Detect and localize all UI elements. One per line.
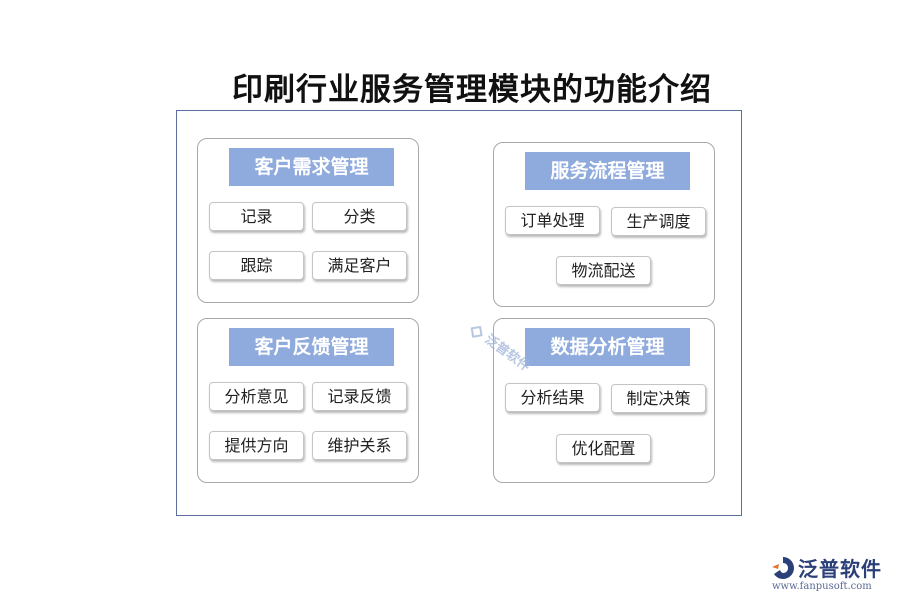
fanpu-logo-icon — [470, 325, 483, 338]
panel-customer-feedback: 客户反馈管理 分析意见 记录反馈 提供方向 维护关系 — [197, 318, 419, 483]
panel-customer-demand: 客户需求管理 记录 分类 跟踪 满足客户 — [197, 138, 419, 303]
diagram-title: 印刷行业服务管理模块的功能介绍 — [232, 72, 712, 108]
item-make-decisions: 制定决策 — [611, 384, 706, 413]
item-track: 跟踪 — [209, 251, 304, 280]
item-provide-direction: 提供方向 — [209, 431, 304, 460]
item-analysis-results: 分析结果 — [505, 383, 600, 412]
item-classify: 分类 — [312, 202, 407, 231]
item-analyze-opinions: 分析意见 — [209, 382, 304, 411]
brand-logo: 泛普软件 www.fanpusoft.com — [770, 553, 894, 597]
panel-service-process: 服务流程管理 订单处理 生产调度 物流配送 — [493, 142, 715, 307]
watermark-logo: 泛普软件 — [467, 318, 535, 375]
item-logistics: 物流配送 — [556, 256, 651, 285]
item-optimize-allocation: 优化配置 — [556, 434, 651, 463]
brand-name: 泛普软件 — [798, 557, 882, 581]
panel-heading: 客户反馈管理 — [229, 328, 394, 366]
panel-data-analysis: 数据分析管理 分析结果 制定决策 优化配置 — [493, 318, 715, 483]
brand-url: www.fanpusoft.com — [772, 581, 872, 592]
item-satisfy-customer: 满足客户 — [312, 251, 407, 280]
panel-heading: 客户需求管理 — [229, 148, 394, 186]
item-record-feedback: 记录反馈 — [312, 382, 407, 411]
fanpu-logo-icon — [772, 557, 794, 579]
panel-heading: 服务流程管理 — [525, 152, 690, 190]
item-maintain-relations: 维护关系 — [312, 431, 407, 460]
item-production-scheduling: 生产调度 — [611, 207, 706, 236]
diagram-frame — [176, 110, 742, 516]
panel-heading: 数据分析管理 — [525, 328, 690, 366]
item-record: 记录 — [209, 202, 304, 231]
item-order-processing: 订单处理 — [505, 206, 600, 235]
